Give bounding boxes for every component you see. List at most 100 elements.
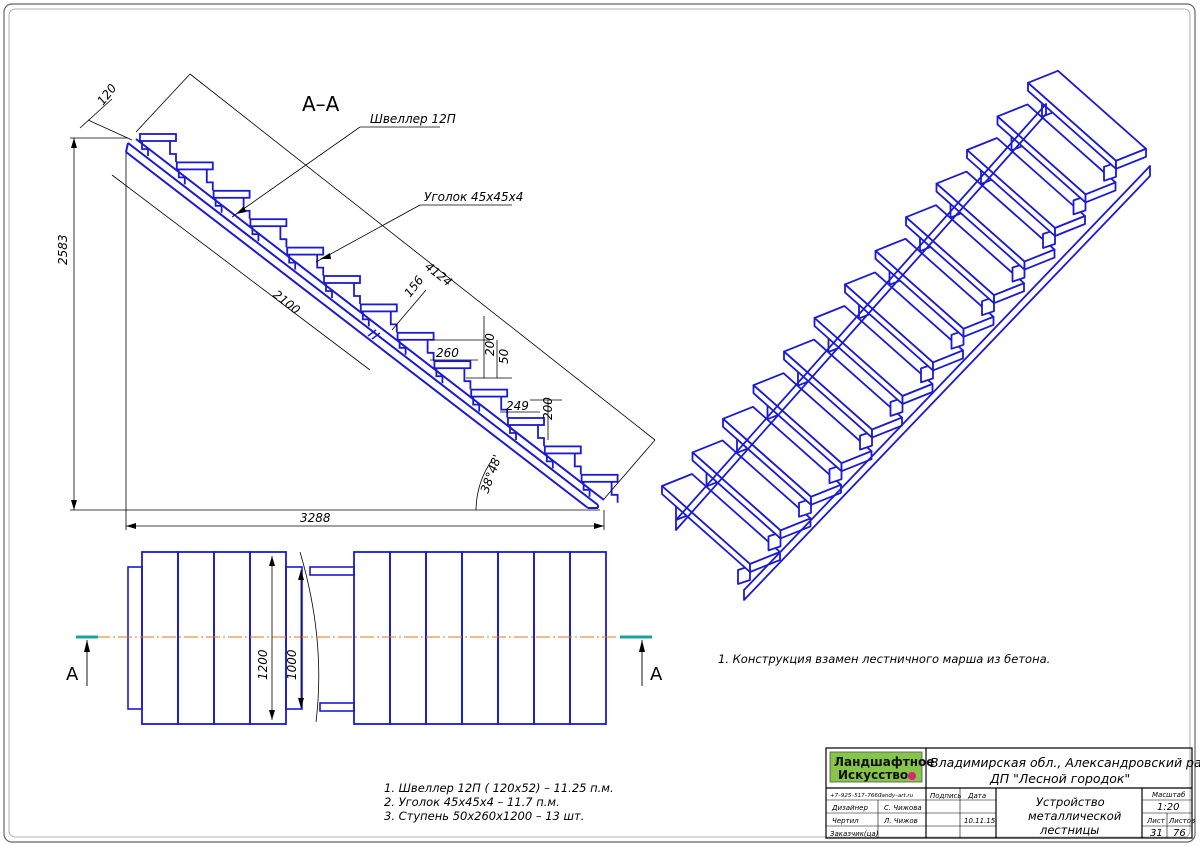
- logo-line-1: Ландшафтное: [834, 755, 934, 769]
- dim-tread-depth-2: 249: [506, 399, 529, 413]
- iso-step-end: [1054, 215, 1086, 237]
- iso-step-end: [810, 483, 842, 506]
- step-tread: [543, 445, 582, 455]
- dim-overall-length: 3288: [300, 511, 331, 525]
- step-tread: [396, 331, 435, 341]
- iso-step-end: [1023, 248, 1056, 271]
- cut-label-right: А: [650, 664, 663, 685]
- step-angle: [463, 368, 472, 390]
- plan-view: А А 1200 1000: [66, 551, 663, 725]
- iso-step-end: [993, 282, 1025, 305]
- iso-step: [691, 439, 812, 552]
- address-line-2: ДП "Лесной городок": [989, 771, 1130, 786]
- sheet-inner-frame: [8, 8, 1191, 838]
- plan-treads: [141, 551, 607, 725]
- dim-tread-depth-1: 260: [436, 346, 459, 360]
- dim-rise-2: 200: [541, 397, 555, 420]
- step-tread: [359, 303, 398, 313]
- iso-step-end: [932, 349, 964, 372]
- iso-step-end: [962, 315, 995, 338]
- step-tread: [433, 360, 472, 370]
- step-angle: [472, 396, 481, 412]
- step-angle: [242, 197, 251, 219]
- logo-line-2: Искусство: [838, 768, 908, 782]
- step-angle: [141, 141, 149, 156]
- sign-header: Подпись: [930, 792, 962, 800]
- section-dimension-lines: [70, 73, 656, 530]
- dim-plan-width: 1200: [256, 649, 270, 680]
- designer-name: С. Чижова: [884, 804, 922, 812]
- plan-break-line: [299, 551, 320, 723]
- dim-plan-inner: 1000: [285, 649, 299, 680]
- label-angle: Уголок 45х45х4: [424, 190, 523, 204]
- step-angle: [361, 311, 370, 327]
- iso-step: [722, 405, 842, 518]
- section-step: [396, 331, 435, 361]
- step-tread: [323, 275, 361, 284]
- iso-stringer-right: [743, 165, 1151, 601]
- step-tread: [212, 189, 251, 199]
- sheets-value: 76: [1173, 828, 1186, 839]
- step-angle: [205, 169, 214, 191]
- plan-tread: [569, 551, 607, 725]
- step-angle: [177, 169, 186, 185]
- drafter-role: Чертил: [832, 817, 859, 825]
- step-angle: [398, 339, 407, 355]
- step-angle: [545, 453, 554, 469]
- step-angle: [537, 425, 545, 446]
- section-step: [212, 189, 251, 219]
- company-site: landy–art.ru: [880, 793, 914, 799]
- step-tread: [580, 473, 619, 483]
- step-angle: [435, 368, 444, 384]
- section-step: [249, 218, 288, 248]
- step-angle: [353, 283, 361, 304]
- step-tread: [470, 388, 509, 398]
- step-tread: [249, 218, 288, 228]
- iso-step-end: [749, 551, 781, 573]
- plan-stringers: [127, 566, 355, 712]
- step-angle: [325, 283, 333, 298]
- address-line-1: Владимирская обл., Александровский район…: [930, 755, 1200, 770]
- step-tread: [507, 417, 545, 426]
- step-angle: [214, 197, 223, 213]
- section-step: [543, 445, 582, 475]
- company-logo: Ландшафтное Искусство: [829, 751, 934, 783]
- section-step: [433, 360, 472, 390]
- iso-step-end: [1115, 147, 1147, 170]
- spec-item-2: 2. Уголок 45х45х4 – 11.7 п.м.: [384, 795, 560, 809]
- iso-step-end: [1084, 181, 1117, 204]
- step-tread: [286, 246, 325, 256]
- drafter-date: 10.11.15: [964, 817, 996, 825]
- step-angle: [169, 141, 177, 162]
- iso-step: [661, 473, 781, 585]
- iso-step: [752, 372, 873, 485]
- step-angle: [582, 481, 591, 497]
- iso-step: [1027, 69, 1147, 182]
- section-step: [323, 275, 361, 304]
- section-steps: [139, 133, 619, 503]
- doc-title-3: лестницы: [1039, 823, 1099, 837]
- iso-step: [996, 103, 1117, 216]
- scale-value: 1:20: [1157, 802, 1179, 813]
- iso-stringer-left: [675, 103, 1047, 531]
- stringer-channel: [125, 138, 605, 509]
- scale-header: Масштаб: [1152, 791, 1186, 799]
- step-angle: [573, 453, 582, 475]
- step-tread: [175, 161, 214, 171]
- isometric-view: [661, 69, 1151, 601]
- specification-list: 1. Швеллер 12П ( 120х52) – 11.25 п.м. 2.…: [384, 781, 614, 823]
- step-angle: [279, 226, 288, 248]
- dim-tread-thickness: 50: [497, 348, 511, 364]
- drafter-name: Л. Чижов: [883, 817, 918, 825]
- step-angle: [509, 425, 517, 440]
- step-angle: [500, 396, 509, 418]
- doc-title-1: Устройство: [1036, 795, 1105, 809]
- step-angle: [610, 481, 619, 503]
- section-step: [139, 133, 177, 162]
- dim-overall-height: 2583: [56, 234, 70, 265]
- iso-step-end: [779, 517, 812, 540]
- section-step: [580, 473, 619, 503]
- section-step: [507, 417, 545, 446]
- step-angle: [426, 339, 435, 361]
- iso-step-end: [840, 450, 873, 473]
